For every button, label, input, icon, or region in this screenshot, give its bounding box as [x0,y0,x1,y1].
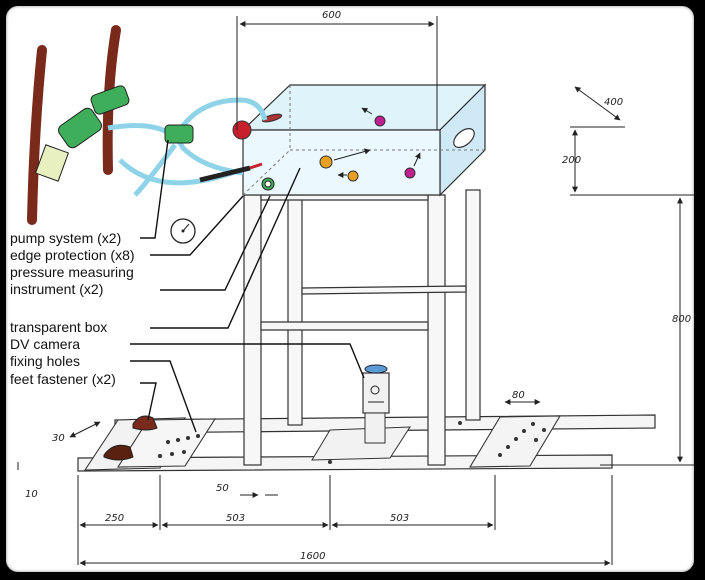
pump-system [27,25,268,225]
callout-labels: pump system (x2) edge protection (x8) pr… [10,230,135,387]
dim-fixing-spacing: 80 [512,390,525,401]
leader-lines [130,139,365,433]
pressure-gauge-icon [170,218,196,244]
label-pressure-2: instrument (x2) [10,281,103,297]
technical-drawing: 600 400 200 800 80 30 10 50 250 503 503 … [10,10,694,566]
drawing-paper: 600 400 200 800 80 30 10 50 250 503 503 … [6,6,694,572]
label-fixing-holes: fixing holes [10,353,80,369]
label-dv-camera: DV camera [10,336,80,352]
dim-segment-2: 503 [226,513,245,524]
dim-segment-1: 250 [105,513,124,524]
feet-fastener [103,415,158,461]
dim-depth: 400 [604,97,623,108]
dim-rail-height: 10 [25,489,38,500]
dim-width-top: 600 [322,10,341,21]
transparent-box [232,83,487,197]
dim-total-length: 1600 [300,551,325,562]
dimension-lines [17,16,694,566]
dimension-text: 600 400 200 800 80 30 10 50 250 503 503 … [25,10,691,562]
label-edge-protection: edge protection (x8) [10,247,135,263]
dim-segment-3: 503 [390,513,409,524]
label-feet-fastener: feet fastener (x2) [10,371,116,387]
fixing-holes [158,421,546,464]
label-transparent-box: transparent box [10,319,107,335]
label-pump-system: pump system (x2) [10,230,121,246]
dim-offset: 50 [216,483,229,494]
dv-camera [362,364,390,444]
dim-leg-height: 800 [672,314,691,325]
dim-box-height: 200 [562,155,581,166]
label-pressure-1: pressure measuring [10,264,134,280]
dim-rail-width: 30 [52,433,65,444]
